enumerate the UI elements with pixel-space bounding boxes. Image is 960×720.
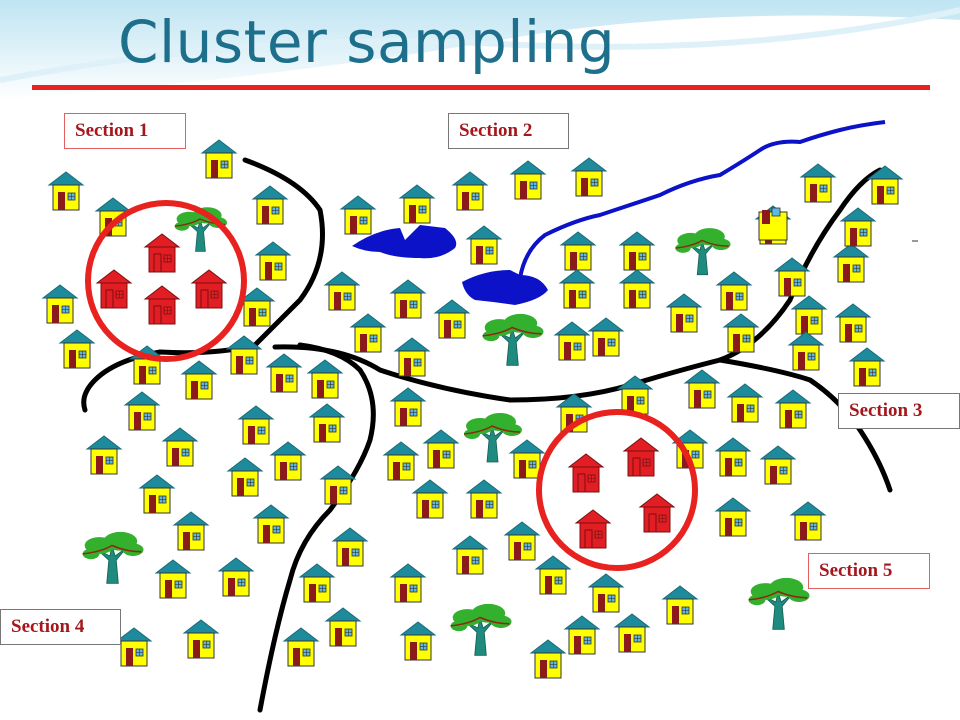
lake-icon — [352, 225, 457, 259]
section-label-4: Section 4 — [0, 609, 121, 645]
house-icon — [758, 207, 918, 242]
section-label-3: Section 3 — [838, 393, 960, 429]
cluster-circle-icon — [85, 200, 247, 362]
section-label-2: Section 2 — [448, 113, 569, 149]
section-label-5: Section 5 — [808, 553, 930, 589]
section-label-1: Section 1 — [64, 113, 186, 149]
lake-icon — [462, 270, 548, 305]
tree-icon — [81, 206, 811, 657]
river-icon — [518, 120, 886, 279]
cluster-circle-icon — [536, 409, 698, 571]
page-title: Cluster sampling — [118, 8, 616, 76]
title-underline — [32, 85, 930, 90]
